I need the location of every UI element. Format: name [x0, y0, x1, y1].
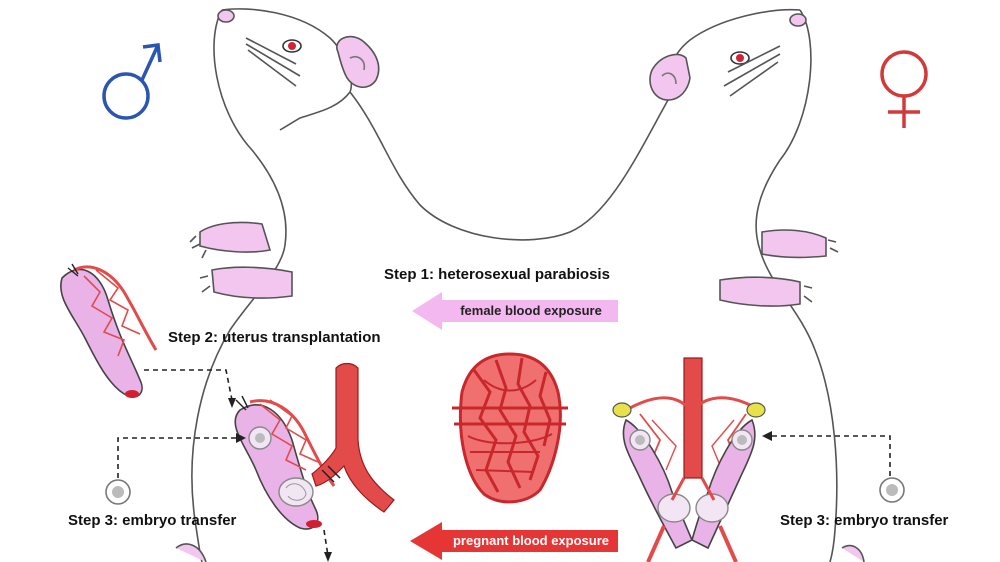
dashed-arrows: [117, 369, 891, 557]
transplanted-uterus: [234, 395, 336, 530]
donor-uterus: [60, 263, 158, 398]
male-vessels: [311, 362, 395, 513]
step1-label: Step 1: heterosexual parabiosis: [384, 266, 610, 283]
step3-right-label: Step 3: embryo transfer: [780, 512, 949, 529]
female-mouse: [649, 8, 865, 562]
embryo-left: [105, 479, 131, 505]
female-blood-label: female blood exposure: [460, 303, 602, 318]
arrow-heads: [228, 398, 772, 562]
step2-label: Step 2: uterus transplantation: [168, 329, 381, 346]
female-blood-arrow: [412, 292, 618, 330]
pregnant-blood-label: pregnant blood exposure: [452, 533, 609, 548]
female-uterus-vessels: [612, 357, 766, 562]
male-symbol: [102, 43, 162, 120]
male-mouse: [175, 8, 669, 562]
pregnant-blood-arrow: [410, 522, 618, 560]
vascular-network: [452, 352, 568, 504]
female-symbol: [880, 50, 928, 128]
step3-left-label: Step 3: embryo transfer: [68, 512, 237, 529]
embryo-right: [879, 477, 905, 503]
